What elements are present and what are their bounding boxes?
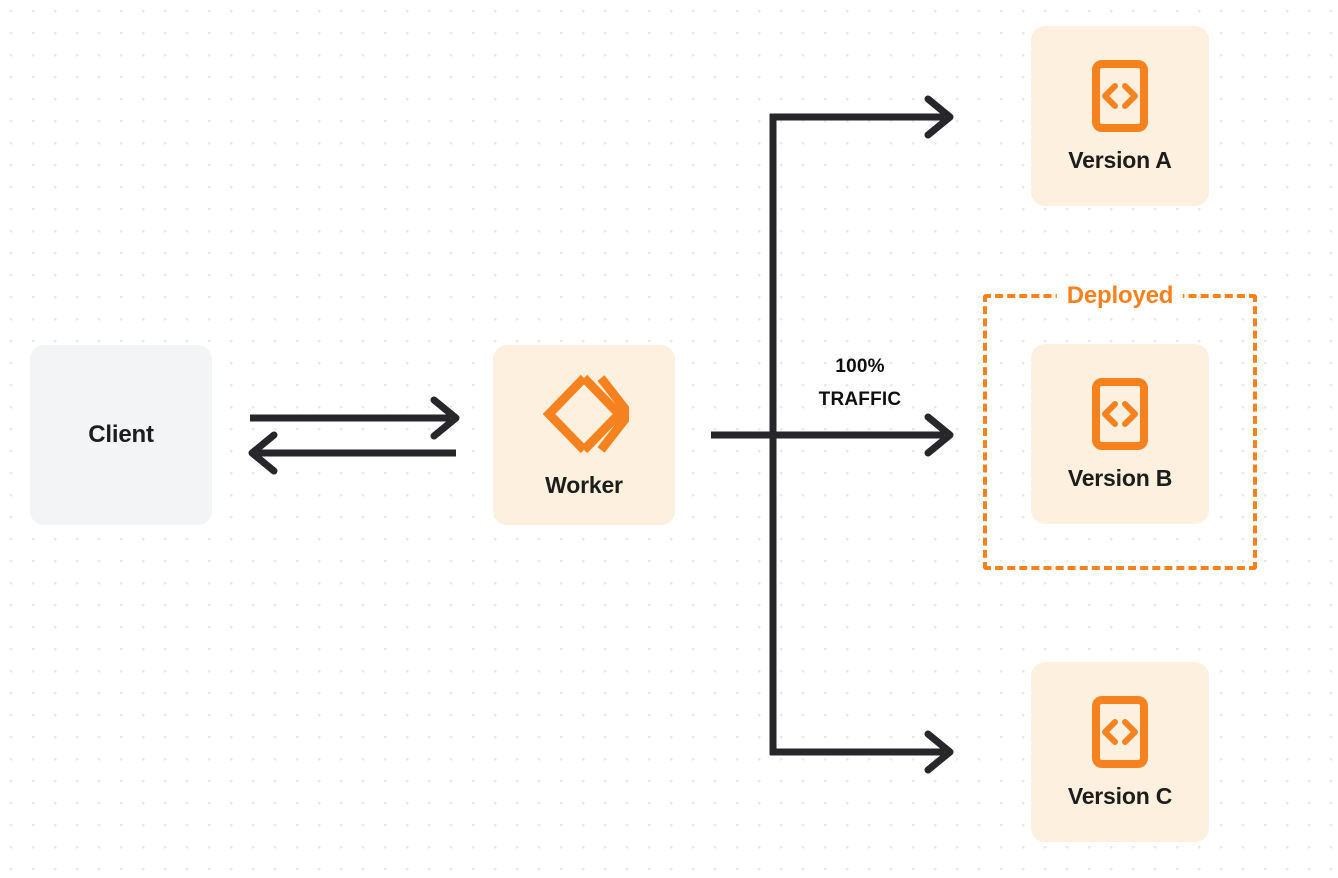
code-page-icon — [1091, 59, 1149, 133]
node-version-c[interactable]: Version C — [1031, 662, 1209, 842]
node-worker-label: Worker — [545, 471, 623, 498]
edge-client-to-worker — [250, 396, 460, 440]
traffic-percent: 100% — [835, 356, 885, 377]
code-page-icon — [1091, 377, 1149, 451]
node-version-a-label: Version A — [1068, 146, 1172, 173]
edge-worker-to-version-b — [711, 413, 954, 457]
node-version-a[interactable]: Version A — [1031, 26, 1209, 206]
edge-worker-to-client — [248, 431, 456, 475]
node-worker[interactable]: Worker — [493, 345, 675, 525]
traffic-word: TRAFFIC — [818, 389, 902, 410]
group-deployed: Deployed — [983, 281, 1257, 570]
edge-worker-to-version-c — [770, 730, 954, 774]
node-client-label: Client — [88, 421, 154, 448]
code-page-icon — [1091, 695, 1149, 769]
group-deployed-label: Deployed — [1056, 281, 1184, 311]
node-client[interactable]: Client — [30, 345, 212, 525]
node-version-c-label: Version C — [1067, 782, 1173, 809]
cloudflare-workers-logo-icon — [539, 367, 635, 460]
edge-worker-to-version-a — [770, 95, 954, 139]
node-version-b[interactable]: Version B — [1031, 344, 1209, 524]
traffic-label: 100% TRAFFIC — [790, 350, 930, 416]
node-version-b-label: Version B — [1067, 464, 1173, 491]
